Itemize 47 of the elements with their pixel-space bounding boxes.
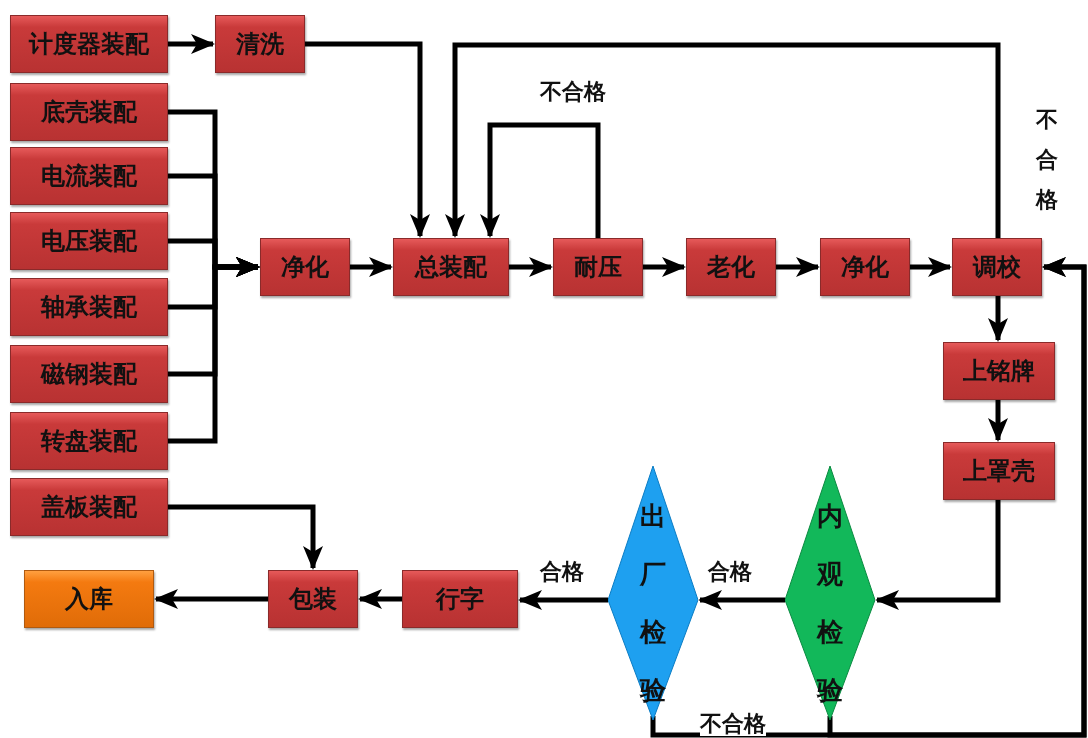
diamond-label: 内观检验 <box>817 500 843 708</box>
arrow <box>509 257 553 277</box>
arrow <box>988 296 1008 342</box>
arrow <box>168 257 260 444</box>
process-box: 电流装配 <box>10 147 168 205</box>
arrow <box>168 34 215 54</box>
process-box: 转盘装配 <box>10 412 168 470</box>
arrow <box>827 257 1087 738</box>
arrow <box>168 504 323 570</box>
edge-label: 不合格 <box>700 712 766 737</box>
arrow <box>643 257 686 277</box>
process-box: 净化 <box>260 238 350 296</box>
process-box: 电压装配 <box>10 212 168 270</box>
arrow <box>480 122 601 238</box>
arrow <box>445 42 1001 238</box>
diamond-label: 出厂检验 <box>640 500 666 708</box>
arrow <box>875 500 1001 610</box>
process-box: 底壳装配 <box>10 83 168 141</box>
process-box: 调校 <box>952 238 1042 296</box>
process-box: 行字 <box>402 570 518 628</box>
process-box: 磁钢装配 <box>10 345 168 403</box>
edge-label: 不合格 <box>540 80 606 105</box>
process-box: 计度器装配 <box>10 15 168 73</box>
edge-label: 合格 <box>540 560 584 585</box>
edge-label: 合格 <box>708 560 752 585</box>
arrow <box>154 589 268 609</box>
arrow <box>910 257 952 277</box>
arrow <box>350 257 393 277</box>
process-box: 盖板装配 <box>10 478 168 536</box>
arrow <box>988 400 1008 442</box>
decision-diamond <box>608 466 698 720</box>
process-box: 清洗 <box>215 15 305 73</box>
process-box: 总装配 <box>393 238 509 296</box>
process-box: 上罩壳 <box>943 442 1055 500</box>
arrow <box>698 590 785 610</box>
arrow <box>776 257 820 277</box>
process-box: 上铭牌 <box>943 342 1055 400</box>
process-box: 轴承装配 <box>10 278 168 336</box>
process-box: 包装 <box>268 570 358 628</box>
decision-diamond <box>785 466 875 720</box>
arrow <box>305 41 430 238</box>
arrow <box>518 590 608 610</box>
end-box: 入库 <box>24 570 154 628</box>
process-box: 净化 <box>820 238 910 296</box>
process-box: 老化 <box>686 238 776 296</box>
process-box: 耐压 <box>553 238 643 296</box>
arrow <box>358 589 402 609</box>
